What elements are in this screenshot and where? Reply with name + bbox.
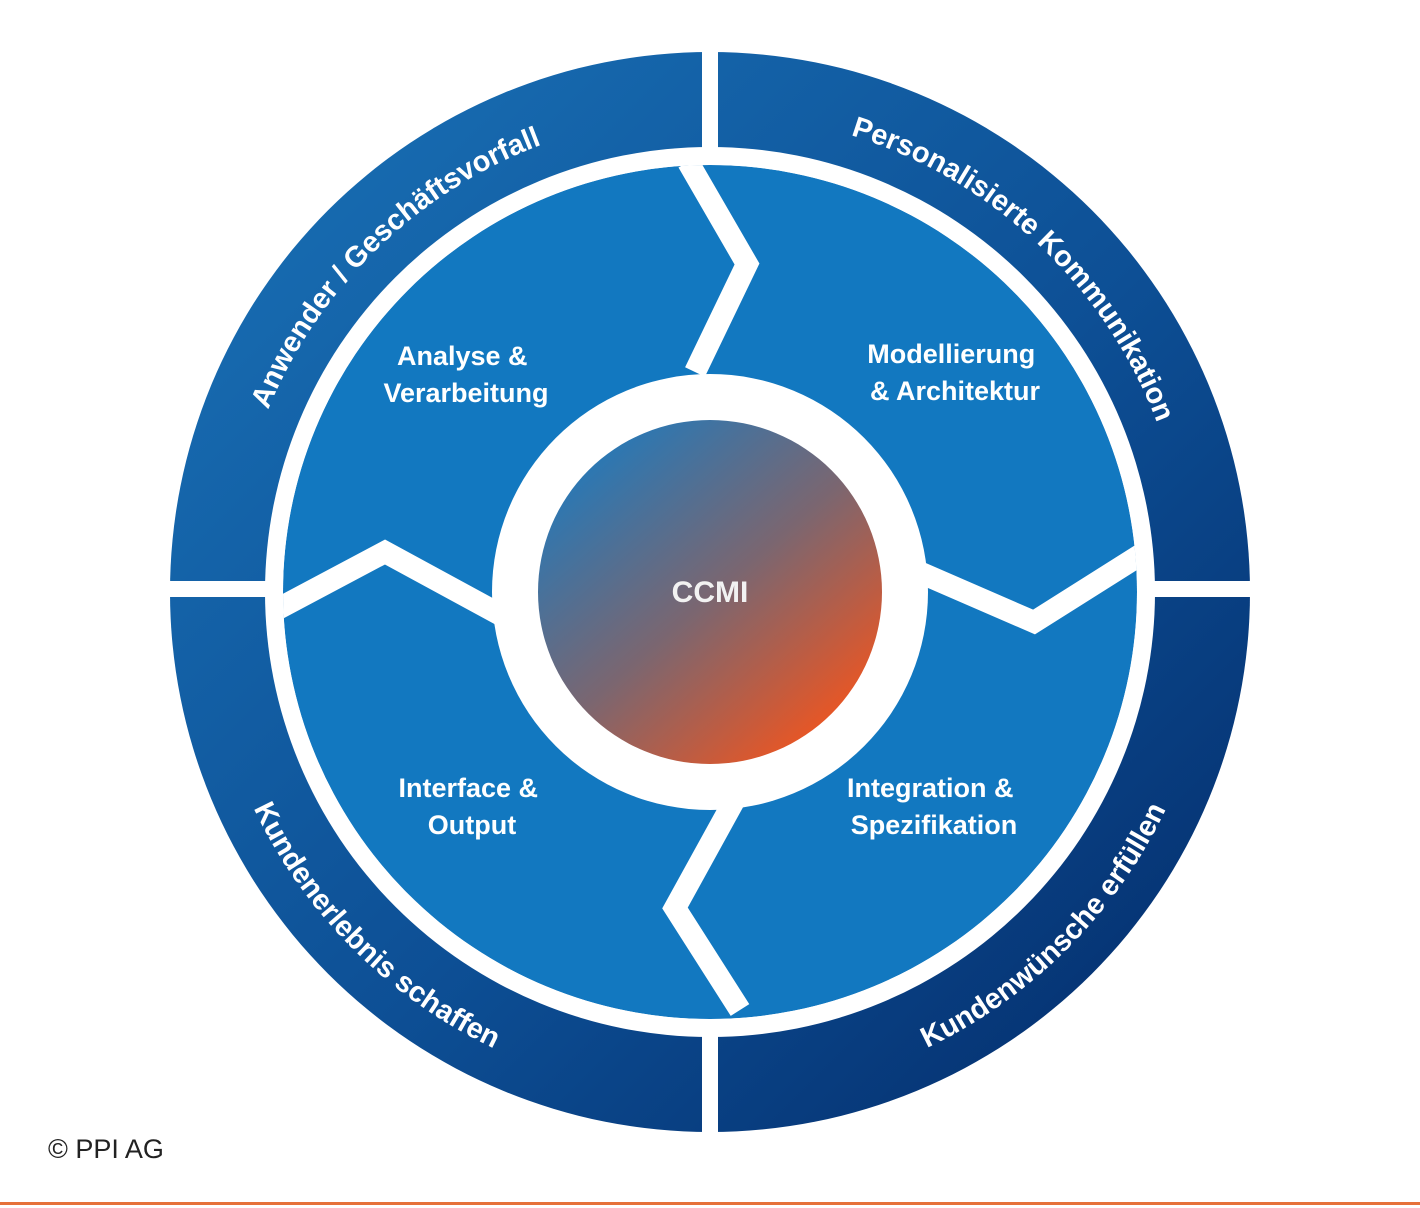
segment-label-modellierung: Modellierung & Architektur: [867, 339, 1043, 406]
center-label: CCMI: [672, 576, 749, 609]
segment-label-integration: Integration & Spezifikation: [847, 773, 1021, 840]
accent-line: [0, 1202, 1420, 1205]
puzzle-separator-top: [678, 165, 760, 377]
puzzle-separator-right: [900, 542, 1137, 635]
segment-label-analyse: Analyse & Verarbeitung: [383, 341, 548, 408]
puzzle-separator-left: [283, 539, 516, 630]
segment-label-interface: Interface & Output: [398, 773, 545, 840]
center-disc: [538, 420, 882, 764]
puzzle-separator-bottom: [662, 784, 750, 1016]
copyright-notice: © PPI AG: [48, 1134, 164, 1164]
